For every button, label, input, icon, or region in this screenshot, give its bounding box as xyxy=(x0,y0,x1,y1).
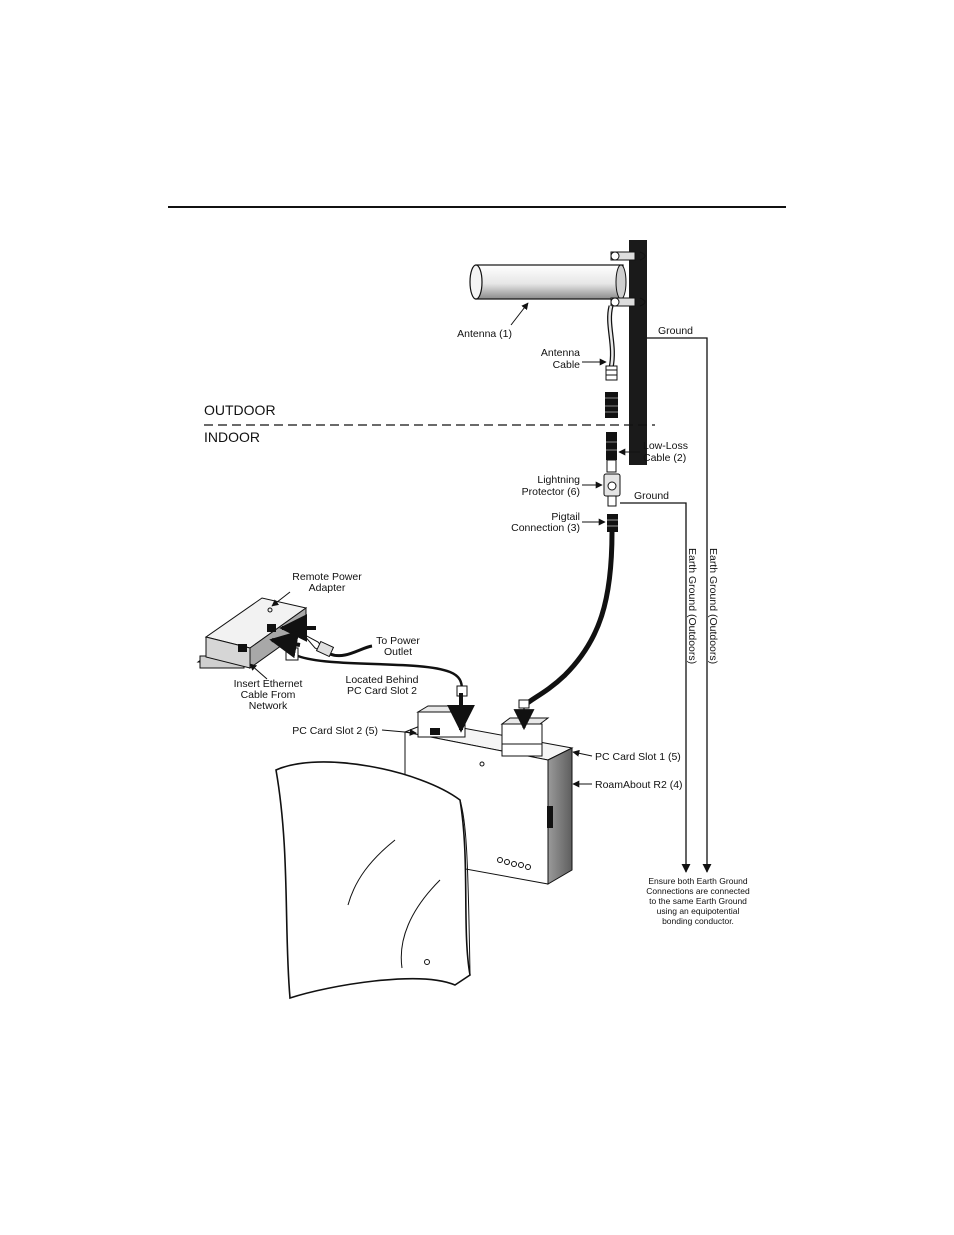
n-connector-top xyxy=(605,365,618,381)
label-insert-ethernet-line1: Insert Ethernet xyxy=(234,678,303,690)
label-low-loss-line1: Low-Loss xyxy=(643,440,688,452)
label-earth-ground-outer: Earth Ground (Outdoors) xyxy=(707,548,719,664)
callout-pc-slot-1 xyxy=(572,749,593,757)
device-cover xyxy=(275,761,471,1000)
callout-insert-ethernet xyxy=(249,663,268,680)
label-lightning-line1: Lightning xyxy=(537,474,580,486)
note-line3: to the same Earth Ground xyxy=(649,896,747,906)
label-ground-mid: Ground xyxy=(634,490,669,502)
label-remote-power-line2: Adapter xyxy=(309,582,346,594)
label-antenna: Antenna (1) xyxy=(457,328,512,340)
status-leds xyxy=(497,857,531,870)
note-line4: using an equipotential xyxy=(657,906,740,916)
label-to-power-line1: To Power xyxy=(376,635,420,647)
label-located-line2: PC Card Slot 2 xyxy=(347,685,417,697)
pigtail-connector xyxy=(607,514,618,532)
mast xyxy=(629,240,647,465)
label-pc-slot-2: PC Card Slot 2 (5) xyxy=(292,725,378,737)
arrow-ethernet-in xyxy=(269,630,301,659)
label-located-line1: Located Behind xyxy=(346,674,419,686)
outdoor-label: OUTDOOR xyxy=(204,402,276,418)
label-pigtail-line2: Connection (3) xyxy=(511,522,580,534)
label-to-power-line2: Outlet xyxy=(384,646,412,658)
label-pigtail-line1: Pigtail xyxy=(551,511,580,523)
label-pc-slot-1: PC Card Slot 1 (5) xyxy=(595,751,681,763)
label-ground-top: Ground xyxy=(658,325,693,337)
note-line5: bonding conductor. xyxy=(662,916,734,926)
roamabout-r2 xyxy=(275,705,574,1000)
note-line1: Ensure both Earth Ground xyxy=(648,876,748,886)
pigtail-cable xyxy=(522,531,615,708)
label-antenna-cable-line1: Antenna xyxy=(541,347,580,359)
label-earth-ground-inner: Earth Ground (Outdoors) xyxy=(686,548,698,664)
indoor-label: INDOOR xyxy=(204,429,260,445)
ground-wire-indoor xyxy=(620,502,691,873)
remote-power-adapter xyxy=(196,597,308,669)
note-line2: Connections are connected xyxy=(646,886,750,896)
label-remote-power-line1: Remote Power xyxy=(292,571,362,583)
label-lightning-line2: Protector (6) xyxy=(522,486,580,498)
power-cord xyxy=(302,633,373,658)
label-low-loss-line2: Cable (2) xyxy=(643,452,686,464)
pc-card-2 xyxy=(416,705,467,738)
callout-antenna xyxy=(510,302,529,326)
label-roamabout: RoamAbout R2 (4) xyxy=(595,779,683,791)
low-loss-cable xyxy=(606,432,617,473)
lightning-protector xyxy=(603,473,621,507)
callout-pc-slot-2 xyxy=(381,728,417,736)
n-connector-outdoor xyxy=(605,392,618,418)
label-insert-ethernet-line2: Cable From xyxy=(241,689,296,701)
ground-wire-outdoor xyxy=(647,337,712,873)
callout-remote-power xyxy=(271,591,291,607)
label-insert-ethernet-line3: Network xyxy=(249,700,288,712)
antenna xyxy=(469,251,646,307)
label-antenna-cable-line2: Cable xyxy=(553,359,581,371)
